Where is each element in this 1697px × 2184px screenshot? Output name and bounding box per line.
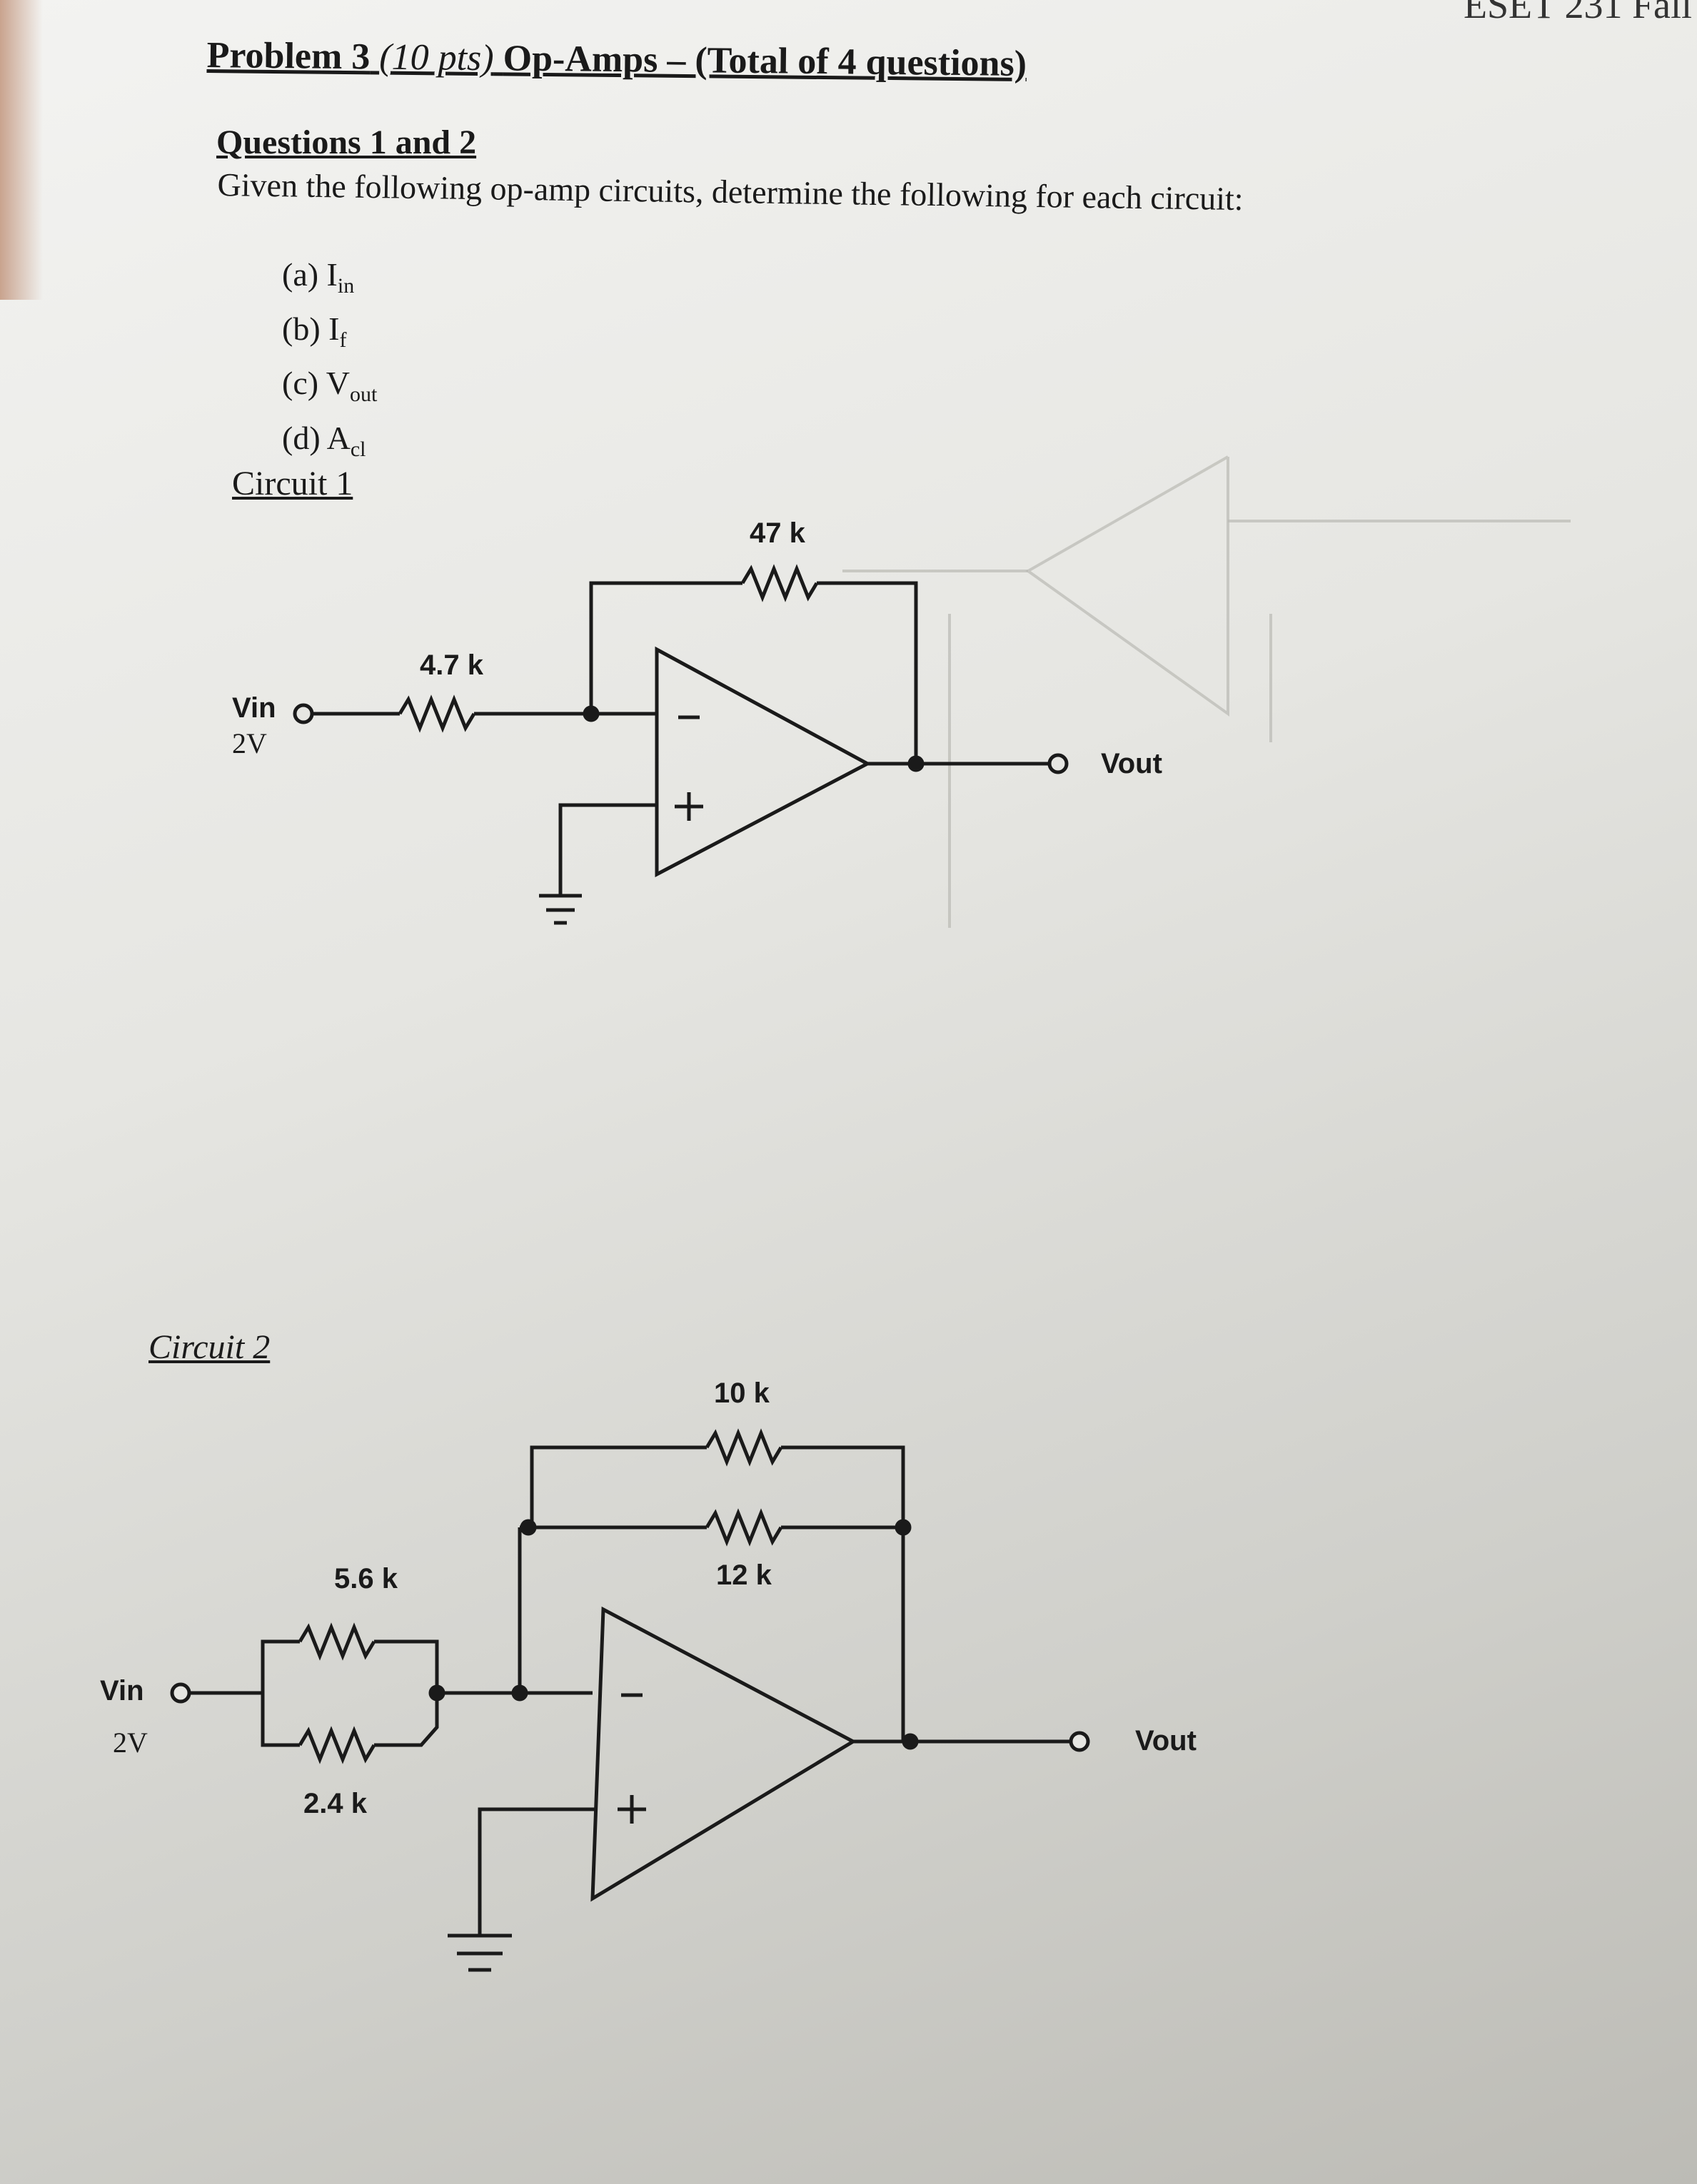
circuit2-label: Circuit 2 bbox=[148, 1328, 271, 1366]
c1-rf-resistor bbox=[740, 564, 819, 602]
question-b: (b) If bbox=[282, 310, 347, 353]
c2-rin2-value: 2.4 k bbox=[303, 1788, 368, 1819]
c2-vin-terminal bbox=[170, 1682, 191, 1704]
c2-vin-value: 2V bbox=[113, 1727, 148, 1759]
c2-rf1-value: 10 k bbox=[714, 1377, 770, 1409]
circuit1-label: Circuit 1 bbox=[232, 465, 353, 502]
c2-node-output bbox=[902, 1733, 919, 1750]
c2-vout-label: Vout bbox=[1135, 1725, 1197, 1756]
c1-rin-resistor bbox=[398, 694, 476, 733]
circuit1-schematic bbox=[293, 564, 1069, 925]
c2-rf1-resistor bbox=[705, 1428, 783, 1467]
page-edge-shadow bbox=[0, 0, 43, 300]
question-list: (a) Iin (b) If (c) Vout (d) Acl bbox=[282, 253, 377, 471]
question-a: (a) Iin bbox=[282, 256, 355, 298]
c2-vout-terminal bbox=[1069, 1731, 1090, 1752]
c2-rin1-value: 5.6 k bbox=[334, 1563, 398, 1594]
course-header-fragment: ESET 231 Fall bbox=[1464, 0, 1693, 26]
question-d: (d) Acl bbox=[282, 419, 366, 461]
c1-vout-terminal bbox=[1047, 753, 1069, 774]
c2-rf2-value: 12 k bbox=[716, 1559, 772, 1591]
c2-opamp bbox=[590, 1606, 857, 1902]
c2-rin1-resistor bbox=[298, 1622, 376, 1661]
c1-vin-label: Vin bbox=[232, 692, 276, 724]
c2-rin2-resistor bbox=[298, 1726, 376, 1764]
circuit2-schematic bbox=[170, 1428, 1090, 1972]
c1-rin-value: 4.7 k bbox=[420, 649, 484, 681]
c1-node-output bbox=[907, 755, 925, 772]
questions-subheading: Questions 1 and 2 bbox=[216, 123, 477, 161]
question-c: (c) Vout bbox=[282, 365, 378, 407]
c1-vin-value: 2V bbox=[232, 727, 267, 759]
c1-vin-terminal bbox=[293, 703, 314, 724]
c1-opamp bbox=[655, 646, 872, 878]
c2-vin-label: Vin bbox=[100, 1675, 144, 1707]
c2-rf2-resistor bbox=[705, 1508, 783, 1547]
c1-vout-label: Vout bbox=[1101, 748, 1162, 779]
c1-rf-value: 47 k bbox=[750, 517, 806, 549]
bleed-through bbox=[842, 455, 1571, 928]
